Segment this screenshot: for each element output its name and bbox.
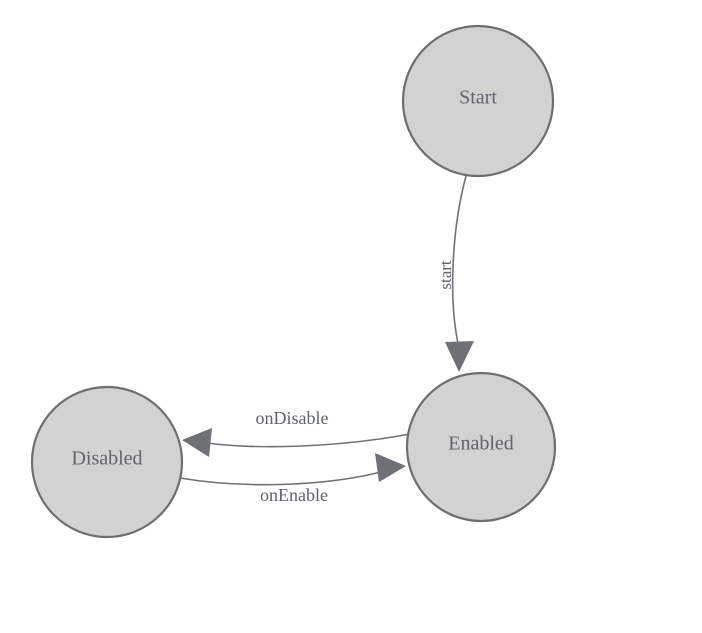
edge-enabled-to-disabled-arrowhead-icon (182, 428, 212, 457)
edge-label-start: start (436, 260, 455, 290)
edge-disabled-to-enabled[interactable]: onEnable (179, 453, 406, 505)
edge-start-to-enabled-arrowhead-icon (445, 341, 474, 372)
node-enabled[interactable]: Enabled (405, 371, 557, 523)
node-start-circle (401, 24, 555, 178)
edge-start-to-enabled-path (451, 175, 467, 349)
node-enabled-circle (405, 371, 557, 523)
edge-label-onenable: onEnable (260, 485, 328, 505)
node-disabled[interactable]: Disabled (30, 385, 184, 539)
edge-disabled-to-enabled-arrowhead-icon (375, 453, 406, 482)
node-disabled-circle (30, 385, 184, 539)
node-start[interactable]: Start (401, 24, 555, 178)
edge-start-to-enabled[interactable]: start (436, 175, 474, 372)
edge-enabled-to-disabled-path (206, 433, 411, 448)
node-enabled-label: Enabled (448, 433, 514, 455)
node-start-label: Start (459, 87, 497, 109)
node-disabled-label: Disabled (71, 448, 142, 470)
edge-label-ondisable: onDisable (256, 408, 329, 428)
edge-disabled-to-enabled-path (179, 471, 382, 486)
edge-enabled-to-disabled[interactable]: onDisable (182, 408, 411, 457)
